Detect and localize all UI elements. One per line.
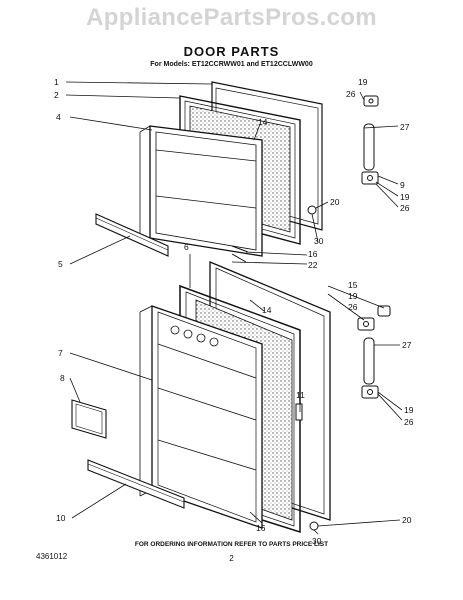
- callout-16-upper: 16: [308, 249, 318, 259]
- dairy-door-part: [71, 399, 107, 439]
- diagram-title: DOOR PARTS: [183, 44, 280, 59]
- callout-30-upper: 30: [314, 236, 324, 246]
- callout-labels: 1 2 4 5 6 7 8 10 14 14 16 16 22 19 26 27…: [54, 77, 414, 546]
- callout-27-a: 27: [400, 122, 410, 132]
- upper-shelf-rail: [95, 213, 169, 257]
- document-number: 4361012: [36, 552, 68, 561]
- callout-8: 8: [60, 373, 65, 383]
- upper-hinge-parts: [231, 95, 379, 253]
- watermark-text: AppliancePartsPros.com: [86, 4, 377, 31]
- leader-lines: [65, 81, 403, 535]
- callout-16-lower: 16: [256, 523, 266, 533]
- diagram-subtitle: For Models: ET12CCRWW01 and ET12CCLWW00: [150, 61, 313, 68]
- callout-9: 9: [400, 180, 405, 190]
- callout-20-lower: 20: [402, 515, 412, 525]
- callout-15: 15: [348, 280, 358, 290]
- callout-30-lower: 30: [312, 536, 322, 546]
- callout-19-d: 19: [404, 405, 414, 415]
- callout-1: 1: [54, 77, 59, 87]
- callout-19-c: 19: [348, 291, 358, 301]
- callout-19-b: 19: [400, 192, 410, 202]
- lower-hinge-parts: [231, 253, 391, 531]
- callout-26-d: 26: [404, 417, 414, 427]
- callout-20-upper: 20: [330, 197, 340, 207]
- callout-26-a: 26: [346, 89, 356, 99]
- callout-26-c: 26: [348, 302, 358, 312]
- callout-27-b: 27: [402, 340, 412, 350]
- callout-26-b: 26: [400, 203, 410, 213]
- callout-5: 5: [58, 259, 63, 269]
- lower-shelf-rail: [87, 459, 185, 509]
- callout-2: 2: [54, 90, 59, 100]
- callout-14-upper: 14: [258, 117, 268, 127]
- upper-door-liner: [139, 125, 263, 257]
- ordering-note: FOR ORDERING INFORMATION REFER TO PARTS …: [134, 541, 329, 548]
- callout-19-a: 19: [358, 77, 368, 87]
- callout-10: 10: [56, 513, 66, 523]
- lower-door-liner: [139, 305, 263, 529]
- callout-14-lower: 14: [262, 305, 272, 315]
- callout-6: 6: [184, 242, 189, 252]
- callout-4: 4: [56, 112, 61, 122]
- callout-11: 11: [296, 390, 305, 400]
- callout-22: 22: [308, 260, 318, 270]
- page-number: 2: [229, 554, 234, 563]
- callout-7: 7: [58, 348, 63, 358]
